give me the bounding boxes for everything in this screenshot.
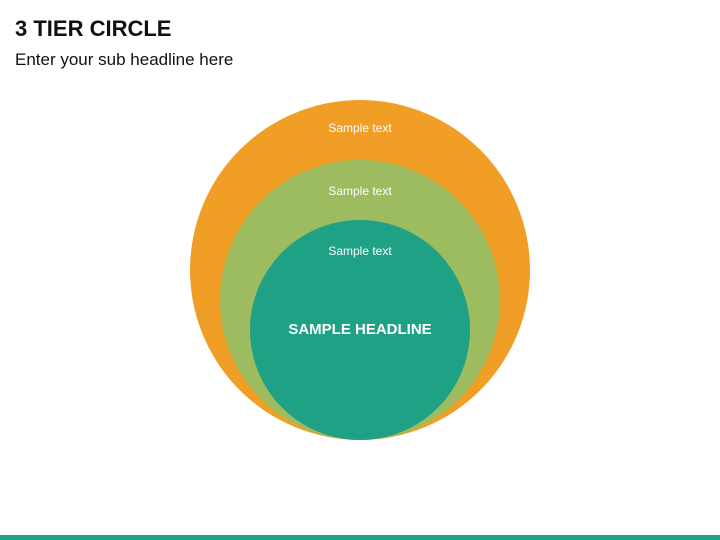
center-headline: SAMPLE HEADLINE (288, 321, 432, 338)
inner-tier-circle (250, 220, 470, 440)
footer-accent-bar (0, 535, 720, 540)
inner-tier-label: Sample text (328, 244, 392, 258)
slide-title: 3 TIER CIRCLE (15, 16, 172, 41)
middle-tier-label: Sample text (328, 184, 392, 198)
outer-tier-label: Sample text (328, 121, 392, 135)
slide-subtitle: Enter your sub headline here (15, 50, 234, 69)
